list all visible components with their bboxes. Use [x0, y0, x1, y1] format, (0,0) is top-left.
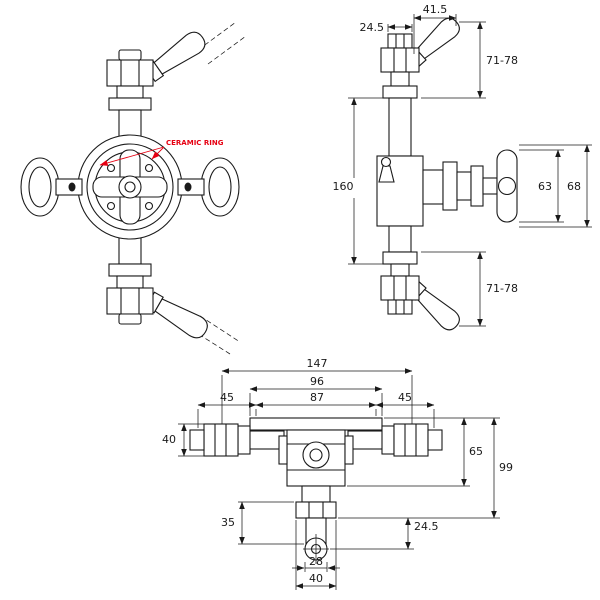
dim-outlet-diameter: 40	[295, 520, 337, 590]
dim-plate-width: 96	[249, 375, 383, 416]
dim-lever-clearance-top: 71-78	[421, 21, 518, 99]
left-inlet-pipe	[189, 423, 285, 457]
right-arm-dot	[184, 182, 192, 192]
right-inlet-pipe	[347, 423, 443, 457]
dim-lever-clearance-bottom-label: 71-78	[486, 282, 518, 295]
dim-left-inlet-label: 45	[220, 391, 234, 404]
left-arm-dot	[68, 182, 76, 192]
dim-handle-height-label: 63	[538, 180, 552, 193]
outlet-side	[422, 149, 518, 223]
bottom-inlet-stack	[106, 231, 154, 325]
plan-view: 147 96 87 45 45 40	[162, 357, 513, 590]
bottom-outlet	[295, 485, 337, 564]
dim-plate-width-label: 96	[310, 375, 324, 388]
dim-handle-overall-label: 68	[567, 180, 581, 193]
dim-inlet-centres: 160	[333, 97, 389, 265]
dim-outlet-bore-label: 28	[309, 555, 323, 568]
right-side-handle	[200, 157, 240, 217]
dim-outlet-offset-label: 24.5	[414, 520, 439, 533]
lever-swing-dash-top-2	[207, 35, 247, 65]
dim-lever-reach: 41.5	[413, 3, 457, 54]
dim-body-projection: 65	[347, 417, 500, 487]
dim-overall-projection-label: 99	[499, 461, 513, 474]
wall-plate	[249, 417, 383, 431]
backplate-screws	[106, 163, 154, 211]
dim-outlet-offset: 24.5	[330, 517, 439, 550]
dim-cap-diameter-label: 24.5	[360, 21, 385, 34]
dim-outlet-diameter-label: 40	[309, 572, 323, 585]
ceramic-ring-label: CERAMIC RING	[166, 139, 224, 147]
side-view: 41.5 24.5 71-78 160 63	[333, 3, 592, 331]
dim-overall-projection: 99	[338, 417, 513, 519]
dim-overall-width-label: 147	[307, 357, 328, 370]
dim-lever-clearance-bottom: 71-78	[421, 251, 518, 327]
ceramic-ring-leader-2	[99, 146, 165, 166]
dim-fixing-centres-label: 87	[310, 391, 324, 404]
dim-right-inlet-label: 45	[398, 391, 412, 404]
temperature-lever	[378, 156, 395, 183]
valve-body-plan	[278, 429, 354, 487]
dim-inlet-diameter: 40	[162, 423, 204, 457]
dim-lever-clearance-top-label: 71-78	[486, 54, 518, 67]
dim-cap-diameter: 24.5	[360, 21, 413, 34]
dim-outlet-length: 35	[221, 501, 304, 545]
dim-fixing-centres: 87	[255, 391, 377, 416]
ceramic-ring-leader-1	[151, 146, 165, 160]
left-side-handle	[20, 157, 60, 217]
dim-outlet-length-label: 35	[221, 516, 235, 529]
dim-body-projection-label: 65	[469, 445, 483, 458]
dim-outlet-bore: 28	[292, 555, 340, 572]
top-inlet-stack	[106, 49, 154, 143]
dim-inlet-centres-label: 160	[333, 180, 354, 193]
bottom-lever-handle	[144, 291, 208, 339]
dim-left-inlet: 45	[197, 391, 257, 428]
annotation-ceramic-ring: CERAMIC RING	[99, 139, 224, 166]
dim-lever-reach-label: 41.5	[423, 3, 448, 16]
dim-handle-height: 63	[519, 149, 564, 223]
dim-handle-overall: 68	[519, 144, 592, 228]
dim-right-inlet: 45	[375, 391, 435, 428]
front-view: CERAMIC RING	[20, 21, 247, 355]
dim-inlet-diameter-label: 40	[162, 433, 176, 446]
dim-overall-width: 147	[221, 357, 413, 424]
cross-handle	[92, 149, 168, 225]
